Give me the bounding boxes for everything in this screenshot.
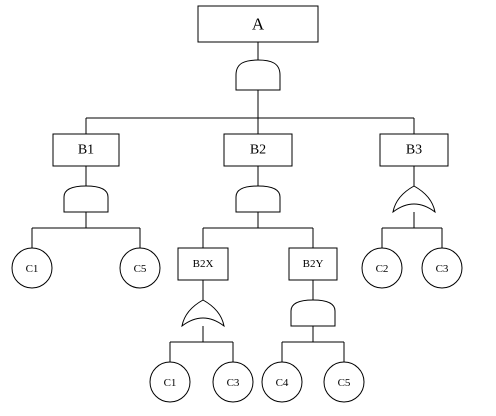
event-b2-label: B2 <box>250 143 266 158</box>
and-gate-b2y <box>290 299 336 327</box>
connectors <box>31 42 443 362</box>
or-gate-b2x <box>181 299 225 328</box>
and-gate-a <box>235 59 281 91</box>
event-a: A <box>197 5 319 43</box>
basic-event-b1-right: C5 <box>119 247 161 289</box>
event-b2x: B2X <box>177 247 229 281</box>
basic-event-b2y-left: C4 <box>261 361 303 403</box>
event-b1: B1 <box>52 133 120 167</box>
basic-event-b2x-left: C1 <box>149 361 191 403</box>
and-gate-b2 <box>235 185 281 213</box>
event-b2x-label: B2X <box>193 258 214 270</box>
event-b2y: B2Y <box>288 247 338 281</box>
basic-event-label: C4 <box>276 377 289 389</box>
basic-event-b3-right: C3 <box>421 247 463 289</box>
event-b1-label: B1 <box>78 143 94 158</box>
basic-event-b1-left: C1 <box>11 247 53 289</box>
basic-event-b2x-right: C3 <box>212 361 254 403</box>
event-b3-label: B3 <box>406 143 422 158</box>
event-b2: B2 <box>223 133 293 167</box>
basic-event-label: C5 <box>134 263 147 275</box>
event-a-label: A <box>252 15 265 34</box>
and-gate-b1 <box>63 185 109 213</box>
basic-event-label: C5 <box>338 377 351 389</box>
basic-event-label: C1 <box>164 377 177 389</box>
basic-event-label: C2 <box>376 263 389 275</box>
or-gate-b3 <box>392 185 436 214</box>
event-b3: B3 <box>379 133 449 167</box>
event-b2y-label: B2Y <box>303 258 324 270</box>
basic-event-b3-left: C2 <box>361 247 403 289</box>
basic-event-label: C3 <box>436 263 449 275</box>
basic-event-label: C3 <box>227 377 240 389</box>
basic-event-label: C1 <box>26 263 39 275</box>
basic-event-b2y-right: C5 <box>323 361 365 403</box>
